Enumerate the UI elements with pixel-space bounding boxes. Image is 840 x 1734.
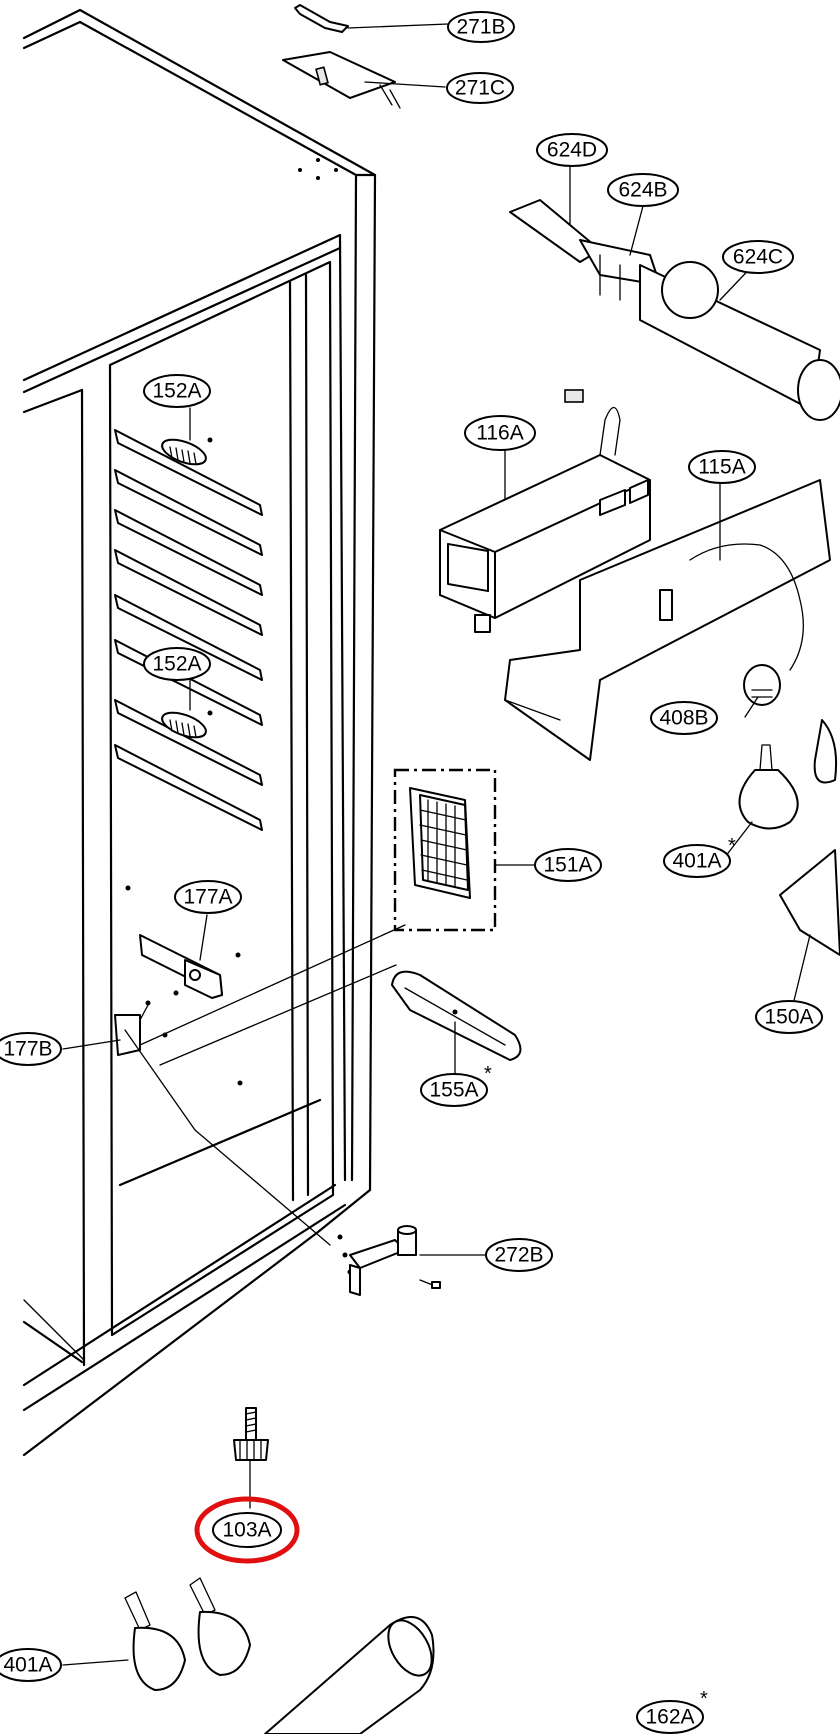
callout-271C-text: 271C	[455, 77, 505, 100]
bulb-408b-drawing	[743, 664, 781, 706]
bulb-401a-left-drawing	[124, 1577, 251, 1691]
callout-624D-text: 624D	[547, 139, 597, 162]
callout-271C: 271C	[446, 72, 514, 104]
dispenser-housing-116a-drawing	[439, 389, 651, 633]
leveling-leg-103a-drawing	[233, 1407, 269, 1461]
callout-162A: 162A *	[636, 1688, 708, 1734]
star-marker: *	[728, 835, 736, 857]
callout-155A-text: 155A	[429, 1079, 478, 1102]
callout-152A-mid-text: 152A	[152, 653, 201, 676]
callout-408B-text: 408B	[659, 707, 708, 730]
callout-401A-right: 401A *	[663, 835, 736, 878]
highlight-circle	[194, 1496, 300, 1564]
callout-115A: 115A	[688, 450, 756, 484]
callout-116A: 116A	[464, 415, 536, 451]
callout-116A-text: 116A	[476, 422, 524, 445]
callout-177B-text: 177B	[3, 1038, 52, 1061]
callout-150A-text: 150A	[764, 1006, 813, 1029]
leader-lines	[62, 23, 811, 1666]
door-liner-drawing	[22, 8, 377, 1457]
callout-151A-text: 151A	[543, 854, 592, 877]
callout-272B: 272B	[485, 1238, 553, 1272]
lamp-shade-150a-drawing	[779, 849, 840, 956]
tube-drawing	[264, 1616, 435, 1734]
star-marker: *	[700, 1688, 708, 1710]
callout-401A-right-text: 401A	[672, 850, 721, 873]
lens-cover-155a-drawing	[391, 970, 522, 1061]
callout-271B: 271B	[447, 11, 515, 43]
callout-271B-text: 271B	[456, 16, 505, 39]
callout-408B: 408B	[650, 701, 718, 735]
filter-151a-drawing	[393, 768, 497, 932]
bracket-177a-drawing	[139, 934, 241, 999]
air-vent-fins	[114, 429, 263, 831]
callout-162A-text: 162A	[645, 1706, 694, 1729]
lamp-cover-624-drawing	[509, 199, 840, 421]
bracket-271b-drawing	[294, 4, 349, 33]
callout-624D: 624D	[536, 133, 608, 167]
callout-151A: 151A	[534, 848, 602, 882]
callout-624C: 624C	[722, 240, 794, 274]
callout-177A-text: 177A	[183, 886, 232, 909]
callout-152A-top-text: 152A	[152, 380, 201, 403]
callout-624C-text: 624C	[733, 246, 783, 269]
bracket-271c-drawing	[282, 51, 401, 109]
star-marker: *	[484, 1063, 492, 1085]
callout-103A: 103A	[194, 1496, 300, 1564]
callout-272B-text: 272B	[494, 1244, 543, 1267]
callout-152A-mid: 152A	[143, 647, 211, 681]
callout-177B: 177B	[0, 1032, 62, 1066]
lamp-cover-115a-drawing	[504, 479, 831, 761]
callout-103A-text: 103A	[222, 1519, 271, 1542]
bracket-177b-drawing	[114, 1000, 151, 1056]
callout-624B-text: 624B	[618, 179, 667, 202]
callout-155A: 155A *	[420, 1063, 492, 1107]
callout-624B: 624B	[607, 173, 679, 207]
hinge-272b-drawing	[349, 1225, 441, 1296]
callout-150A: 150A	[755, 1000, 823, 1034]
callout-177A: 177A	[174, 880, 242, 914]
callout-401A-left-text: 401A	[3, 1654, 52, 1677]
callout-115A-text: 115A	[698, 456, 746, 479]
bulb-401a-right-drawing	[738, 719, 838, 830]
callout-401A-left: 401A	[0, 1648, 62, 1682]
callout-152A-top: 152A	[143, 374, 211, 408]
